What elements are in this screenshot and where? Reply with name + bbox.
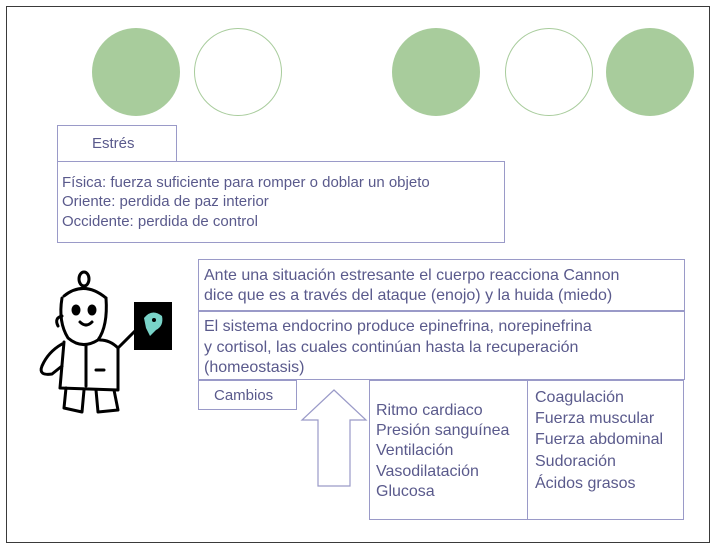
change-item: Glucosa xyxy=(376,483,435,500)
circle-decoration xyxy=(92,28,180,116)
changes-column-2 xyxy=(527,380,684,520)
definition-occident: Occidente: perdida de control xyxy=(62,213,258,230)
title-text: Estrés xyxy=(92,135,135,152)
change-item: Sudoración xyxy=(535,453,616,470)
endocrine-line-3: (homeostasis) xyxy=(204,359,305,376)
changes-label-box xyxy=(198,380,297,410)
cannon-box xyxy=(198,259,685,311)
change-item: Presión sanguínea xyxy=(376,422,510,439)
definition-orient: Oriente: perdida de paz interior xyxy=(62,193,269,210)
changes-label: Cambios xyxy=(214,387,274,404)
definition-physics: Física: fuerza suficiente para romper o … xyxy=(62,174,430,191)
slide-frame xyxy=(6,6,710,543)
endocrine-line-2: y cortisol, las cuales continúan hasta l… xyxy=(204,339,579,356)
change-item: Ritmo cardiaco xyxy=(376,402,483,419)
circle-decoration xyxy=(392,28,480,116)
change-item: Ventilación xyxy=(376,442,454,459)
change-item: Fuerza muscular xyxy=(535,410,655,427)
circle-decoration xyxy=(194,28,282,116)
cannon-line-1: Ante una situación estresante el cuerpo … xyxy=(204,267,620,284)
circle-decoration xyxy=(505,28,593,116)
endocrine-box xyxy=(198,311,685,380)
cannon-line-2: dice que es a través del ataque (enojo) … xyxy=(204,287,613,304)
change-item: Fuerza abdominal xyxy=(535,431,664,448)
up-arrow-icon xyxy=(300,389,368,487)
change-item: Vasodilatación xyxy=(376,463,479,480)
circle-decoration xyxy=(606,28,694,116)
definitions-box xyxy=(57,161,505,243)
endocrine-line-1: El sistema endocrino produce epinefrina,… xyxy=(204,318,592,335)
changes-column-1 xyxy=(369,380,528,520)
change-item: Ácidos grasos xyxy=(535,475,636,492)
doctor-holding-xray-icon xyxy=(39,270,172,414)
change-item: Coagulación xyxy=(535,389,624,406)
